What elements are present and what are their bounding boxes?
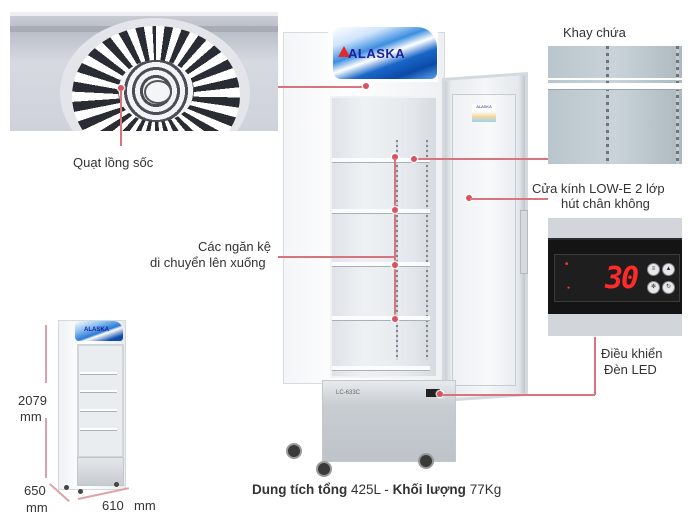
height-value: 2079 [18, 393, 47, 408]
fan-position-dot [363, 83, 369, 89]
fan-hub [144, 80, 172, 104]
fan-callout-line [120, 90, 122, 146]
defrost-button-icon[interactable]: ✻ [647, 281, 660, 294]
shelf-post [396, 140, 398, 360]
spec-caption: Dung tích tổng 425L - Khối lượng 77Kg [252, 482, 501, 497]
fridge-shelf [332, 262, 430, 267]
up-arrow-icon[interactable]: ▲ [662, 263, 675, 276]
tray-wire [548, 78, 682, 80]
shelf-dot [392, 154, 398, 160]
width-unit: mm [134, 498, 156, 513]
small-brand-banner [75, 321, 123, 341]
glass-door-label-line1: Cửa kính LOW-E 2 lớp [532, 181, 665, 196]
fridge-shelf [332, 366, 430, 371]
tray-callout-line [413, 158, 548, 160]
tray-post [606, 46, 609, 164]
control-label-line1: Điều khiển [601, 346, 663, 361]
height-dimension-line [45, 418, 47, 478]
base-controller [426, 389, 440, 397]
shelves-vertical-line [394, 158, 396, 320]
tray-shelf [548, 83, 682, 90]
fridge-shelf [332, 316, 430, 321]
model-label: LC-633C [336, 390, 361, 396]
door-handle[interactable] [520, 210, 528, 274]
control-callout-line-h [442, 394, 595, 396]
control-callout-dot [437, 391, 443, 397]
caster-wheel [316, 461, 332, 477]
tray-label: Khay chứa [563, 25, 626, 40]
glass-door-callout-line [470, 198, 548, 200]
caster-wheel [286, 443, 302, 459]
capacity-label: Dung tích tổng [252, 482, 348, 497]
power-button-icon[interactable]: ↻ [662, 281, 675, 294]
height-dimension-line [45, 325, 47, 383]
shelves-label-line2: di chuyển lên xuống [150, 255, 266, 270]
tray-callout-dot [411, 156, 417, 162]
brand-name: ALASKA [348, 46, 406, 61]
tray-detail-image [548, 46, 682, 164]
small-fridge-door [77, 344, 124, 458]
small-wheel [114, 482, 119, 487]
fridge-shelf [332, 209, 430, 214]
tray-post [676, 46, 679, 164]
control-label-line2: Đèn LED [604, 362, 657, 377]
glass-door-label-line2: hút chân không [561, 196, 650, 211]
set-button-icon[interactable]: ≡ [647, 263, 660, 276]
caster-wheel [418, 453, 434, 469]
control-display: ■ ● 30 ≡ ▲ ✻ ↻ [554, 254, 680, 302]
shelves-label-line1: Các ngăn kệ [198, 239, 271, 254]
indicator-light: ● [567, 285, 571, 291]
control-callout-line-v [594, 337, 596, 395]
height-unit: mm [20, 409, 42, 424]
small-wheel [78, 489, 83, 494]
small-shelf [80, 372, 117, 375]
weight-value: 77Kg [469, 482, 502, 497]
shelf-dot [392, 316, 398, 322]
small-wheel [64, 485, 69, 490]
capacity-value: 425L [351, 482, 381, 497]
fridge-cabinet [330, 96, 438, 378]
width-value: 610 [102, 498, 124, 513]
led-control-detail-image: ■ ● 30 ≡ ▲ ✻ ↻ [548, 218, 682, 336]
fan-detail-image [10, 12, 278, 131]
small-shelf [80, 428, 117, 431]
door-sticker: ALASKA [472, 104, 496, 122]
brand-logo-icon [338, 46, 350, 57]
shelf-dot [392, 262, 398, 268]
fridge-shelf [332, 158, 430, 163]
small-shelf [80, 390, 117, 393]
small-brand-name: ALASKA [84, 327, 109, 333]
small-shelf [80, 409, 117, 412]
control-panel: ■ ● 30 ≡ ▲ ✻ ↻ [548, 238, 682, 314]
shelf-dot [392, 207, 398, 213]
depth-unit: mm [26, 500, 48, 515]
depth-value: 650 [24, 483, 46, 498]
brand-banner [333, 27, 437, 79]
temperature-display: 30 [605, 261, 639, 296]
fan-label: Quạt lồng sốc [73, 155, 154, 170]
glass-door-callout-dot [466, 195, 472, 201]
fan-callout-dot [118, 85, 124, 91]
small-fridge-base [77, 457, 124, 486]
indicator-light: ■ [565, 261, 569, 267]
door-glass-pane [452, 94, 516, 386]
fan-position-line [278, 86, 365, 88]
weight-label: Khối lượng [392, 482, 466, 497]
caption-separator: - [384, 482, 389, 497]
shelf-post [426, 140, 428, 360]
shelves-callout-line [278, 256, 394, 258]
